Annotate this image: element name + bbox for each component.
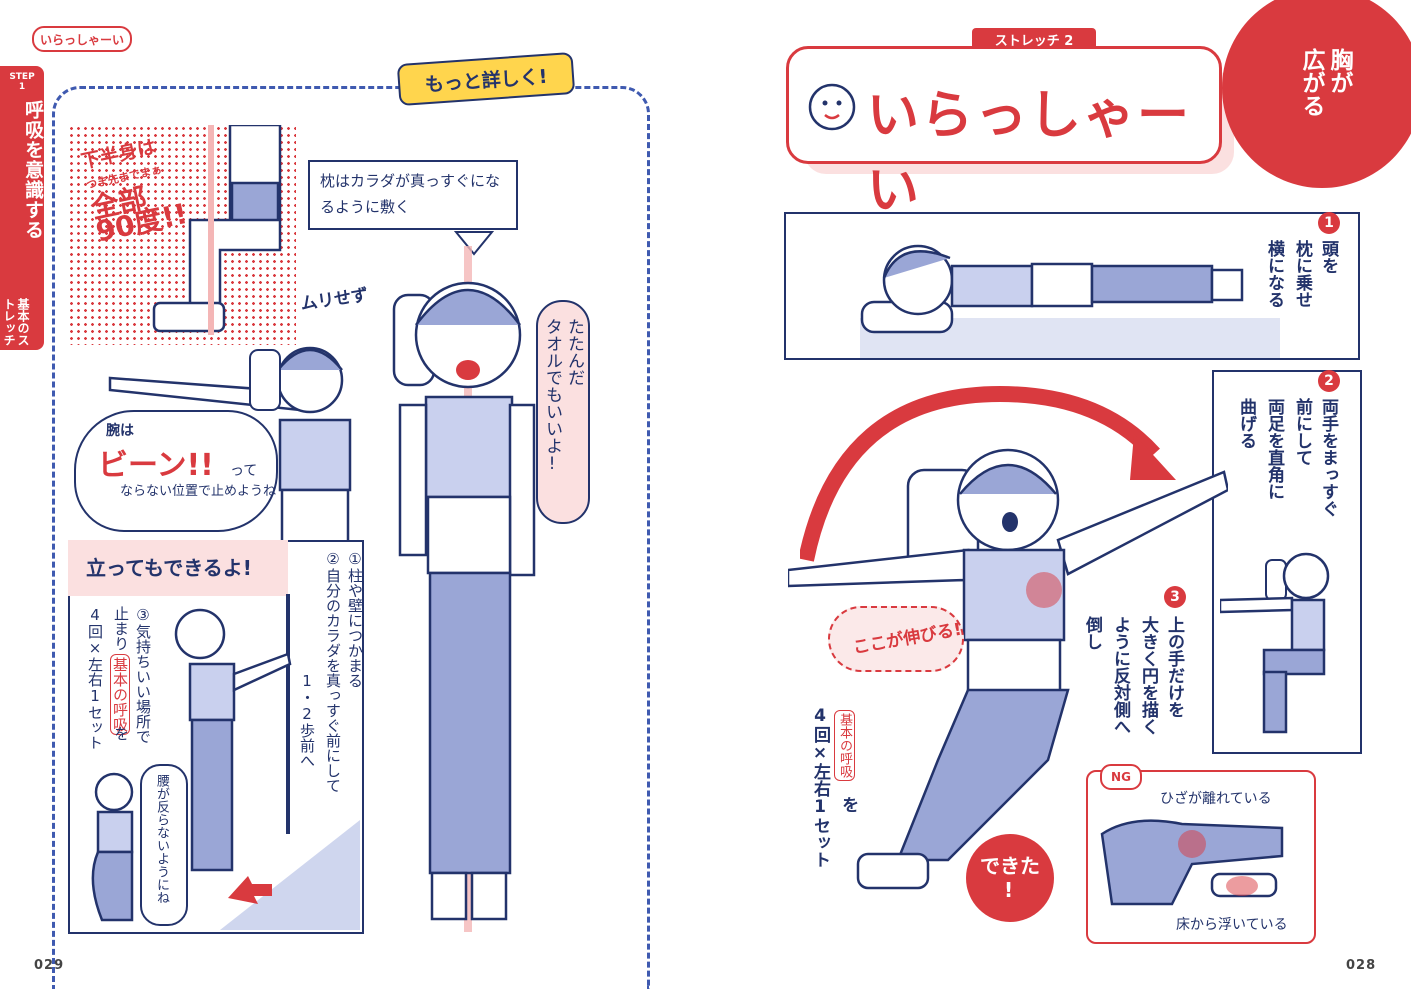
step2-line1: 両手をまっすぐ [1318, 398, 1338, 517]
stretch-point-note: ここが伸びる! [828, 606, 964, 672]
dekita-badge: できた ! [966, 834, 1054, 922]
knee-speech-bubble: 腰が反らないようにね [140, 764, 188, 926]
lower-body-note: 下半身は つま先までまぁ 全部 90度!! [79, 135, 191, 249]
red-arrow-icon [228, 876, 272, 904]
step-label: STEP 1 [9, 72, 35, 92]
side-tab-subtitle: 基本のストレッチ [2, 298, 30, 346]
page-title: いらっしゃーい [867, 86, 1192, 221]
sets-text: 4回×左右1セット [810, 706, 830, 868]
ng-foot-lifted-text: 床から浮いている [1176, 917, 1288, 933]
step3-line4: 倒し [1082, 616, 1102, 650]
down-arrow-icon [453, 231, 495, 256]
pillow-note-box: 枕はカラダが真っすぐになるように敷く [308, 160, 518, 230]
rotation-arc-arrow [800, 385, 1176, 562]
standing-step2b: 1・2歩前へ [298, 672, 316, 768]
title-banner: いらっしゃーい [786, 46, 1222, 221]
page-tag: いらっしゃーい [32, 26, 132, 52]
standing-sets: 4回×左右1セット [86, 606, 104, 750]
standing-header [68, 540, 288, 596]
step-side-tab: STEP 1 呼吸を意識する 基本のストレッチ [0, 66, 44, 350]
step3-line1: 上の手だけを [1164, 616, 1184, 718]
standing-step3b: 止まり [112, 606, 130, 651]
sitting-figure [1220, 552, 1330, 734]
step2-box [1212, 370, 1362, 754]
step2-line4: 曲げる [1236, 398, 1256, 449]
step2-number: 2 [1318, 370, 1340, 392]
ng-figure [1100, 819, 1284, 906]
step1-line1: 頭を [1318, 240, 1338, 274]
legs-90-degree-illustration [152, 125, 282, 335]
step1-number: 1 [1318, 212, 1340, 234]
page-number-left: 029 [34, 958, 65, 973]
side-tab-title: 呼吸を意識する [22, 100, 44, 240]
chest-expands-badge: 胸が 広がる [1222, 0, 1411, 188]
kihon-suffix: を [838, 796, 858, 813]
standing-step3c: を [112, 726, 130, 741]
towel-speech-bubble: たたんだ タオルでもいいよ! [536, 300, 590, 524]
ng-knee-apart-text: ひざが離れている [1160, 791, 1272, 807]
kihon-breath-tag-right: 基本の呼吸 [834, 710, 855, 781]
standing-title: 立ってもできるよ! [86, 556, 252, 580]
standing-step2a: ②自分のカラダを真っすぐ前にして [324, 550, 342, 793]
lying-side-figure [860, 244, 1244, 334]
step1-line2: 枕に乗せ [1292, 240, 1312, 308]
detail-dashed-frame [52, 86, 650, 989]
step3-number: 3 [1164, 586, 1186, 608]
centered-figure-illustration [392, 281, 536, 921]
step3-line2: 大きく円を描く [1138, 616, 1158, 735]
step2-line3: 両足を直角に [1264, 398, 1284, 500]
standing-figure [174, 594, 292, 872]
overstretch-figure [108, 346, 352, 548]
standing-step3a: ③気持ちいい場所で [134, 606, 152, 744]
page-number-right: 028 [1346, 958, 1377, 973]
ng-badge: NG [1100, 764, 1142, 790]
stretch-label-tab: ストレッチ 2 [972, 28, 1096, 50]
step1-box [784, 212, 1360, 360]
standing-step1: ①柱や壁につかまる [346, 550, 364, 688]
waving-face-icon [808, 83, 856, 131]
twist-stretch-figure [788, 448, 1228, 890]
arched-back-figure [91, 772, 134, 922]
step2-line2: 前にして [1292, 398, 1312, 466]
kihon-breath-tag: 基本の呼吸 [110, 654, 130, 735]
step1-line3: 横になる [1264, 240, 1284, 308]
step3-line3: ように反対側へ [1110, 616, 1130, 735]
arm-note-cloud: 腕は ビーン!! って ならない位置で止めようね [74, 410, 278, 532]
